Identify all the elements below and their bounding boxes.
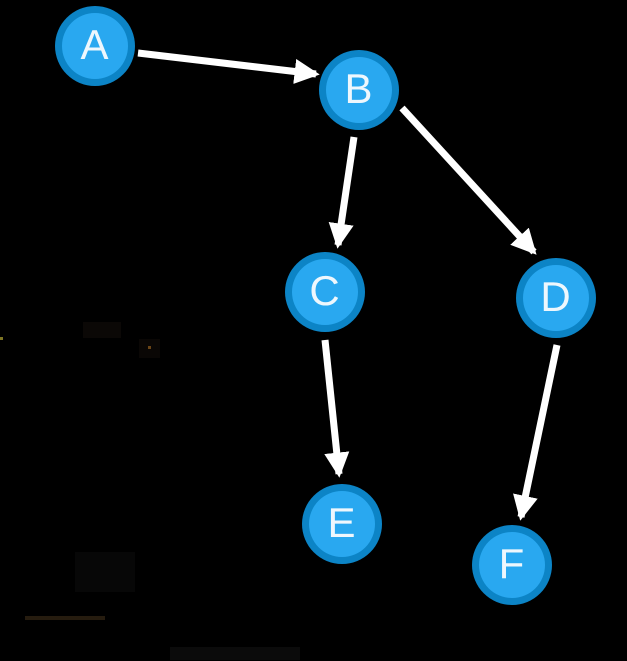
node-label: F (498, 540, 526, 587)
node-B[interactable]: B (319, 50, 399, 130)
node-E[interactable]: E (302, 484, 382, 564)
node-inner-circle: C (292, 259, 358, 325)
background-artifact (0, 337, 3, 340)
background-artifact (148, 346, 151, 349)
node-inner-circle: F (479, 532, 545, 598)
node-A[interactable]: A (55, 6, 135, 86)
node-inner-circle: D (523, 265, 589, 331)
node-inner-circle: E (309, 491, 375, 557)
edge-B-D (399, 105, 537, 255)
node-label: E (327, 499, 357, 546)
node-C[interactable]: C (285, 252, 365, 332)
background-artifact (83, 322, 121, 338)
background-artifact (75, 552, 135, 592)
node-label: D (540, 273, 572, 320)
node-inner-circle: A (62, 13, 128, 79)
node-D[interactable]: D (516, 258, 596, 338)
background-artifact (25, 616, 105, 620)
node-label: A (80, 21, 110, 68)
edge-A-B (137, 49, 320, 85)
node-label: B (344, 65, 374, 112)
edge-D-F (513, 344, 561, 521)
node-F[interactable]: F (472, 525, 552, 605)
node-label: C (309, 267, 341, 314)
edge-B-C (328, 136, 358, 249)
background-artifact (170, 647, 300, 660)
node-inner-circle: B (326, 57, 392, 123)
edge-C-E (321, 339, 350, 478)
